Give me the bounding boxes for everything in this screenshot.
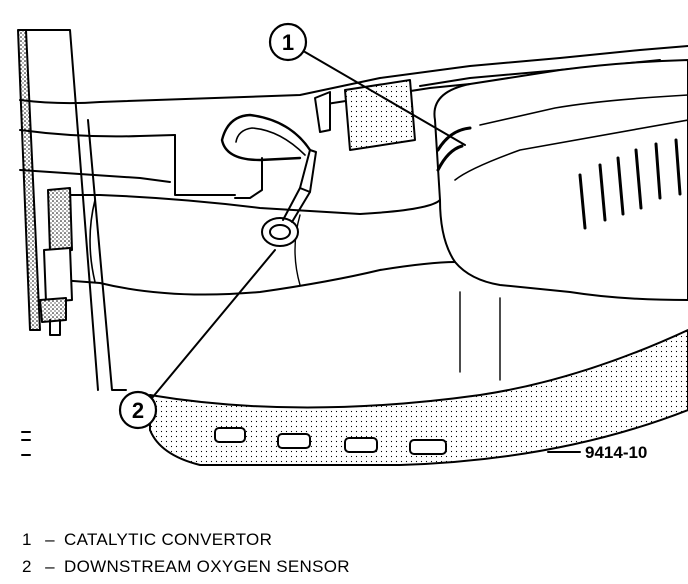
floor-pan bbox=[19, 45, 688, 196]
legend-item-1-label: CATALYTIC CONVERTOR bbox=[64, 530, 273, 549]
callout-2: 2 bbox=[118, 390, 158, 430]
legend-item-2-number: 2 bbox=[22, 557, 32, 576]
leader-lines bbox=[151, 51, 581, 453]
legend-item-1-number: 1 bbox=[22, 530, 32, 549]
legend-item-2-dash: – bbox=[45, 557, 55, 576]
callout-1: 1 bbox=[268, 22, 308, 62]
downstream-oxygen-sensor bbox=[220, 113, 317, 247]
callout-2-number: 2 bbox=[132, 398, 144, 423]
legend: 1 – CATALYTIC CONVERTOR 2 – DOWNSTREAM O… bbox=[22, 530, 662, 584]
pipe-clamp bbox=[39, 187, 73, 336]
frame-rail-left bbox=[17, 29, 127, 391]
legend-item-1-dash: – bbox=[45, 530, 55, 549]
figure-id: 9414-10 bbox=[585, 443, 647, 462]
exhaust-diagram: 1 2 9414-10 bbox=[17, 22, 688, 466]
callout-1-number: 1 bbox=[282, 30, 294, 55]
legend-item-2: 2 – DOWNSTREAM OXYGEN SENSOR bbox=[22, 557, 662, 584]
catalytic-convertor bbox=[314, 59, 688, 301]
legend-item-2-label: DOWNSTREAM OXYGEN SENSOR bbox=[64, 557, 350, 576]
cross-member bbox=[21, 291, 688, 466]
legend-item-1: 1 – CATALYTIC CONVERTOR bbox=[22, 530, 662, 557]
exhaust-pipe bbox=[59, 194, 456, 296]
